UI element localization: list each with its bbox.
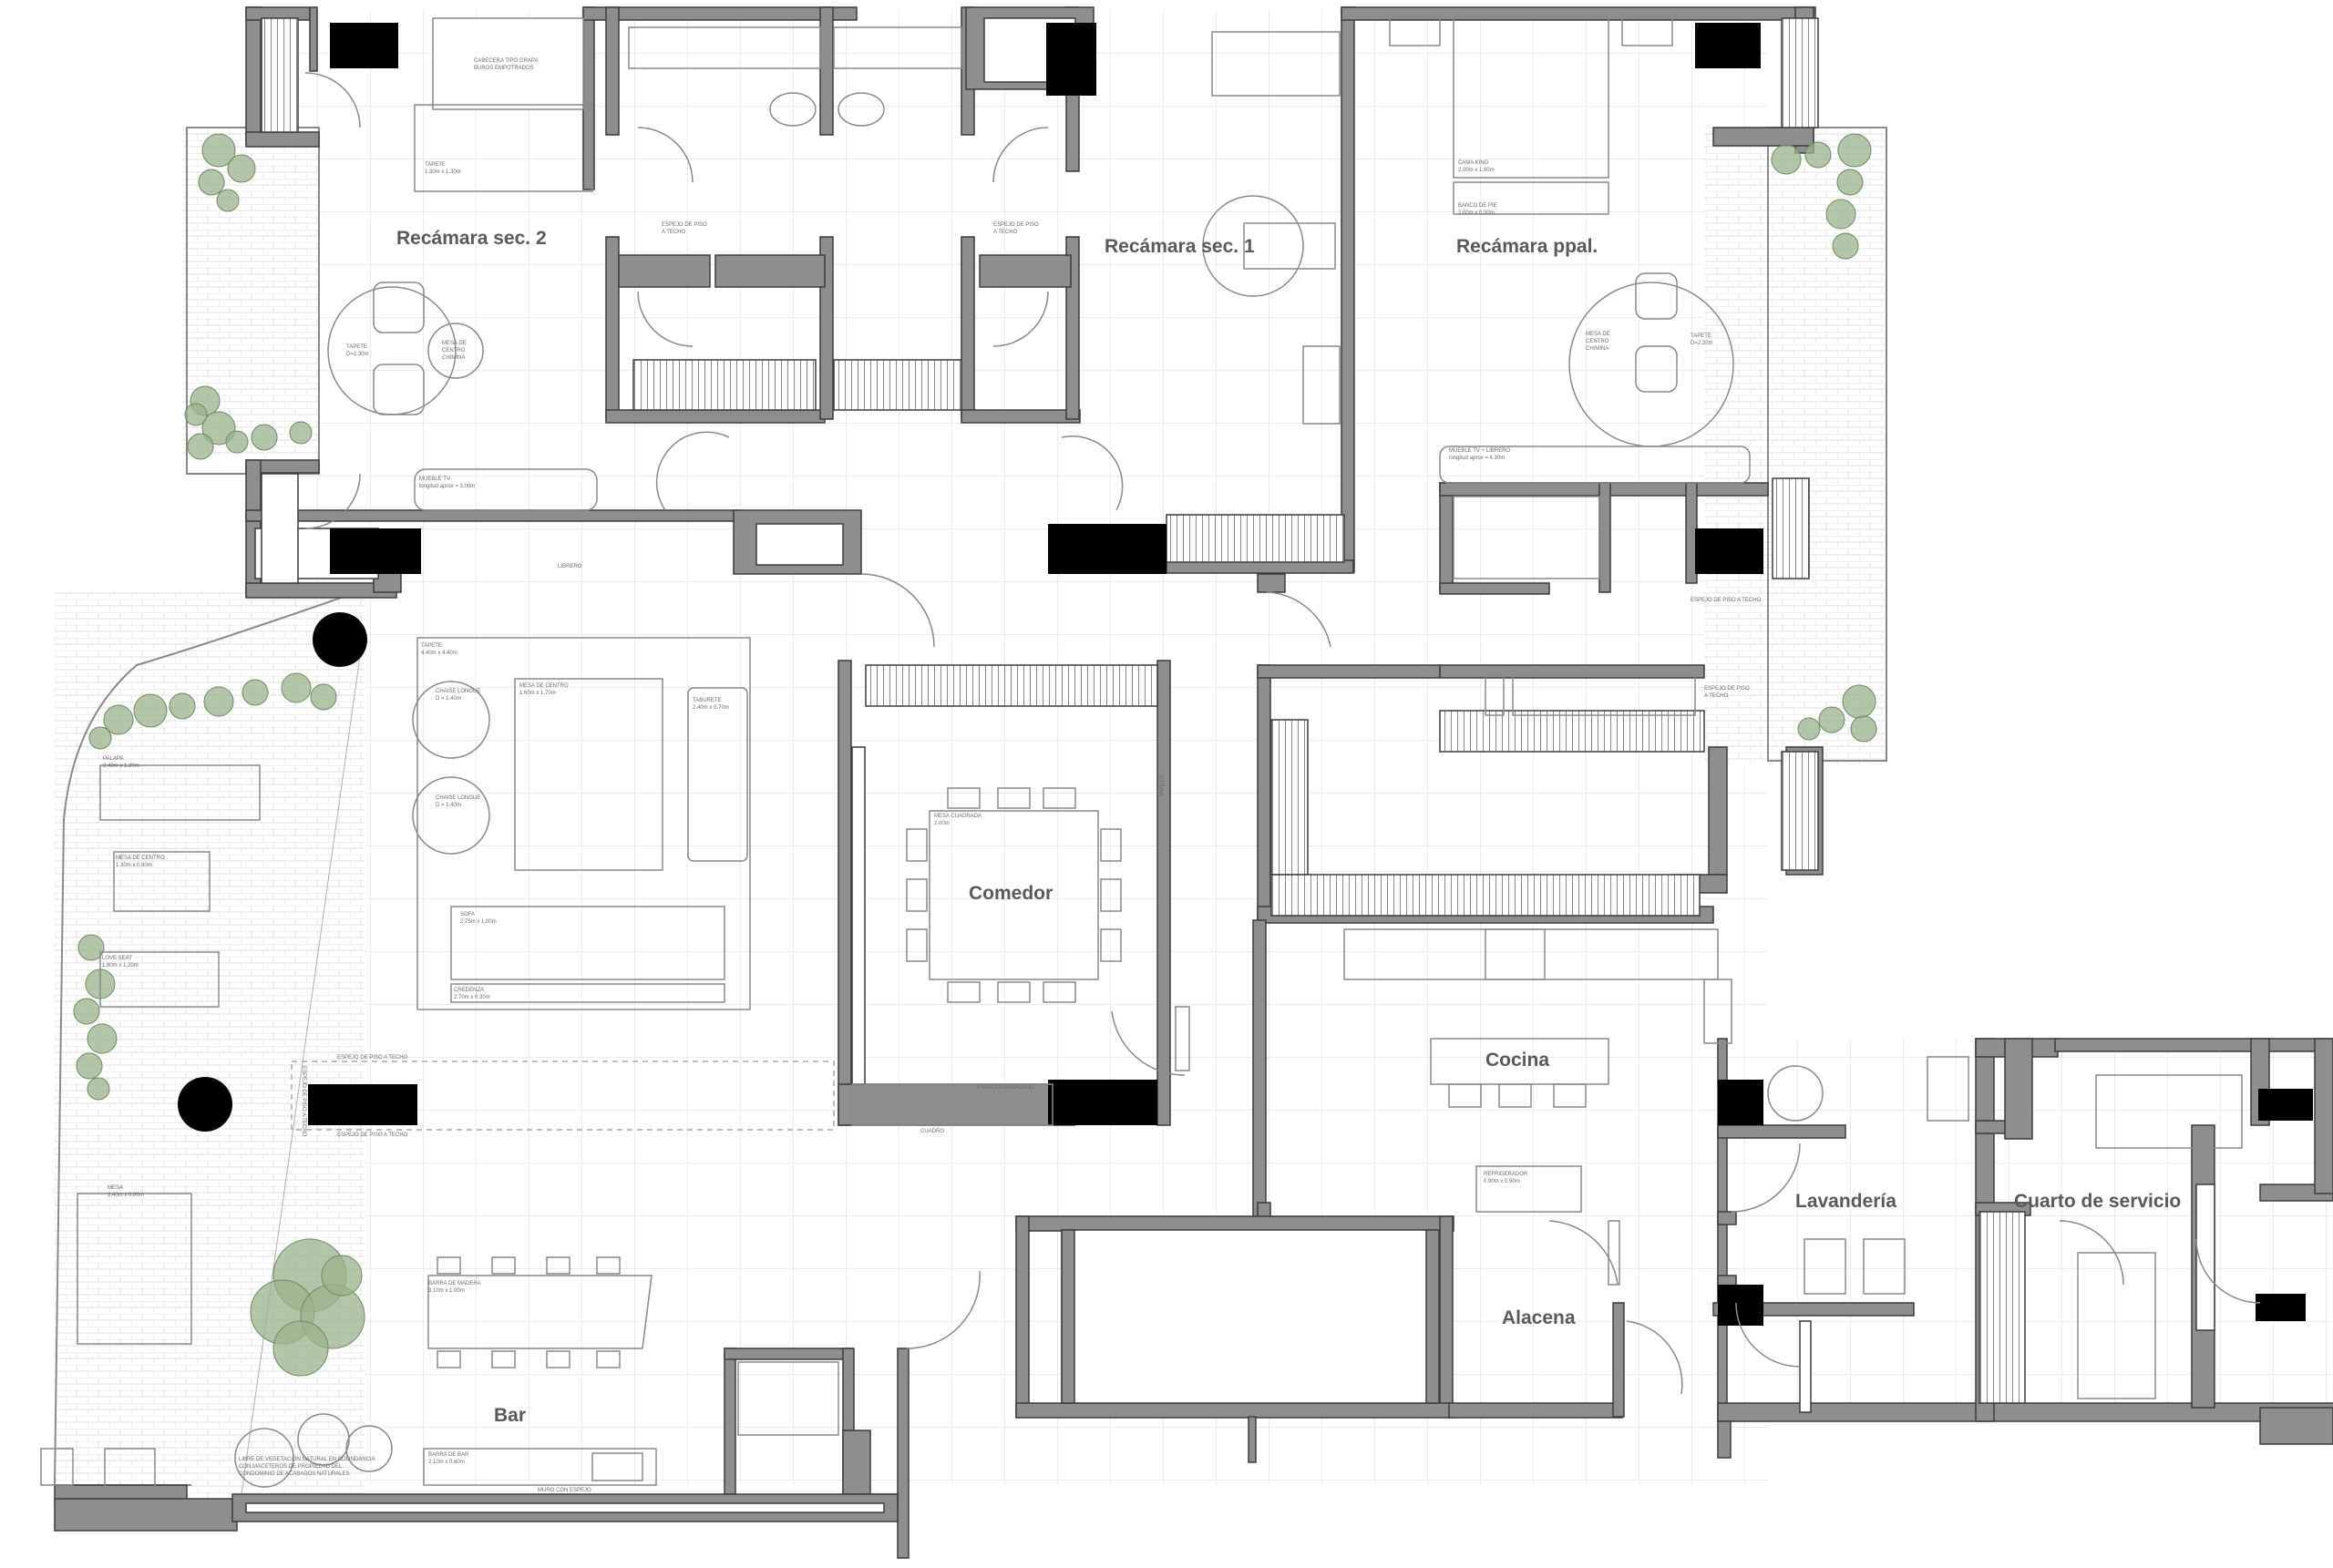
note-banco-pie: BANCO DE PIE [1458,203,1497,209]
note-tapete-rs2-dim: 1.30m x 1.30m [425,169,461,175]
walls [54,6,2333,1559]
terrace-outlines [53,127,1887,1495]
note-espejo-5: ESPEJO DE PISO A TECHO [337,1055,408,1061]
note-refrigerador-dim: 0.90m x 0.90m [1484,1179,1520,1184]
closets [261,17,1819,917]
label-cocina: Cocina [1485,1050,1549,1071]
annotations: CABECERA TIPO GRAPA BUROS EMPOTRADOS TAP… [102,58,1762,1493]
note-credenza-dim: 2.70m x 0.30m [454,995,490,1000]
note-espejo-4b: A TECHO [1704,693,1729,699]
note-tapete-circ-dim: D=2.30m [346,352,369,357]
note-mueble-tv-librero-dim: longitud aprox = 4.30m [1449,456,1505,461]
note-terraza-3: CONDOMINIO DE ACABADOS NATURALES [239,1471,350,1477]
note-tapete-rs2: TAPETE [425,162,446,168]
note-espejo-2b: A TECHO [993,230,1018,235]
note-chaise-2-dim: D = 1.40m [436,803,461,808]
note-taburete: TABURETE [693,698,722,703]
note-mesa-centro-b: CENTRO [442,348,466,354]
note-mesa-terraza-dim: 2.40m x 0.80m [108,1193,144,1198]
note-tapete-ppal: TAPETE [1691,333,1711,339]
note-chaise-1: CHAISE LONGUE [436,689,480,694]
label-cuarto-de-servicio: Cuarto de servicio [2014,1191,2181,1212]
note-love-seat: LOVE SEAT [102,956,132,961]
note-espejo-6: ESPEJO DE PISO A TECHO [337,1132,408,1138]
note-palapa-dim: 2.40m x 1.20m [103,764,139,769]
note-chaise-2: CHAISE LONGUE [436,795,480,801]
note-sofa-dim: 2.75m x 1.00m [460,919,497,925]
note-cuadro: CUADRO [920,1129,944,1134]
label-lavanderia: Lavandería [1795,1191,1896,1212]
note-terraza-1: LIBRE DE VEGETACION NATURAL EN COLINDANC… [239,1457,375,1462]
note-banco-pie-dim: 2.00m x 0.50m [1458,210,1495,216]
note-cabecera: CABECERA TIPO GRAPA [474,58,538,64]
note-vitrina: VITRINA [1157,774,1163,796]
note-mesa-sala: MESA DE CENTRO [519,683,569,689]
note-barra-madera: BARRA DE MADERA [428,1281,481,1286]
note-mueble-tv-dim: longitud aprox = 3.00m [419,484,475,489]
note-mueble-tv-librero: MUEBLE TV + LIBRERO [1449,448,1510,454]
note-sofa: SOFA [460,912,475,917]
note-cama-king-dim: 2.00m x 1.90m [1458,168,1495,173]
note-tapete-sala-dim: 4.40m x 4.40m [421,651,457,656]
note-mesa-sala-dim: 1.60m x 1.70m [519,691,556,696]
label-recamara-sec-1: Recámara sec. 1 [1105,236,1255,257]
label-bar: Bar [494,1405,526,1426]
note-mesa-centro2-c: CHIMINA [1586,346,1608,352]
note-espacio-guardado: ESPACIO GUARDADO [977,1085,1034,1091]
note-mueble-tv: MUEBLE TV [419,477,450,482]
note-cama-king: CAMA KING [1458,160,1489,166]
note-mesa-centro-c: CHIMINA [442,355,465,361]
note-mesa-cuadrada: MESA CUADRADA [934,814,982,819]
note-espejo-3: ESPEJO DE PISO A TECHO [1691,598,1762,603]
columns [178,23,2313,1326]
note-mesa-centro: MESA DE [442,341,467,346]
furniture [40,17,2261,1491]
note-refrigerador: REFRIGERADOR [1484,1172,1528,1177]
note-muro: MURO CON ESPEJO [538,1488,591,1493]
note-mesa-centro2: MESA DE [1586,332,1610,337]
note-espejo-4: ESPEJO DE PISO [1704,686,1750,692]
room-labels: Recámara sec. 2 Recámara sec. 1 Recámara… [396,228,2181,1426]
note-barra-madera-dim: 3.10m x 1.00m [428,1288,465,1294]
note-mesa-cuadrada-dim: 2.00m [934,821,950,826]
note-credenza: CREDENZA [454,988,484,993]
note-palapa: PALAPA [103,756,123,762]
note-buros: BUROS EMPOTRADOS [474,66,534,71]
note-espejo-1b: A TECHO [662,230,686,235]
label-recamara-sec-2: Recámara sec. 2 [396,228,547,249]
note-taburete-dim: 2.40m x 0.70m [693,705,729,711]
note-espejo-7: ESPEJO DE PISO A TECHO [301,1066,306,1137]
note-mesa-centro3: MESA DE CENTRO [116,856,165,861]
note-tapete-circ: TAPETE [346,344,367,350]
note-espejo-2: ESPEJO DE PISO [993,222,1039,228]
label-comedor: Comedor [969,883,1053,904]
note-tapete-ppal-dim: D=2.20m [1691,341,1713,346]
note-love-seat-dim: 1.80m x 1.20m [102,963,139,968]
note-terraza-2: CON MACETEROS DE PROPIEDAD DEL [239,1464,343,1470]
note-mesa-terraza: MESA [108,1185,123,1191]
note-librero: LIBRERO [558,564,582,569]
plants [73,133,1877,1377]
note-espejo-1: ESPEJO DE PISO [662,222,707,228]
label-recamara-ppal: Recámara ppal. [1456,236,1598,257]
note-chaise-1-dim: D = 1.40m [436,696,461,702]
note-barra-bar-dim: 2.10m x 0.60m [428,1460,465,1465]
note-mesa-centro3-dim: 1.30m x 0.80m [116,863,152,868]
label-alacena: Alacena [1502,1307,1576,1328]
note-tapete-sala: TAPETE [421,643,442,649]
note-mesa-centro2-b: CENTRO [1586,339,1609,344]
note-barra-bar: BARRA DE BAR [428,1452,469,1458]
